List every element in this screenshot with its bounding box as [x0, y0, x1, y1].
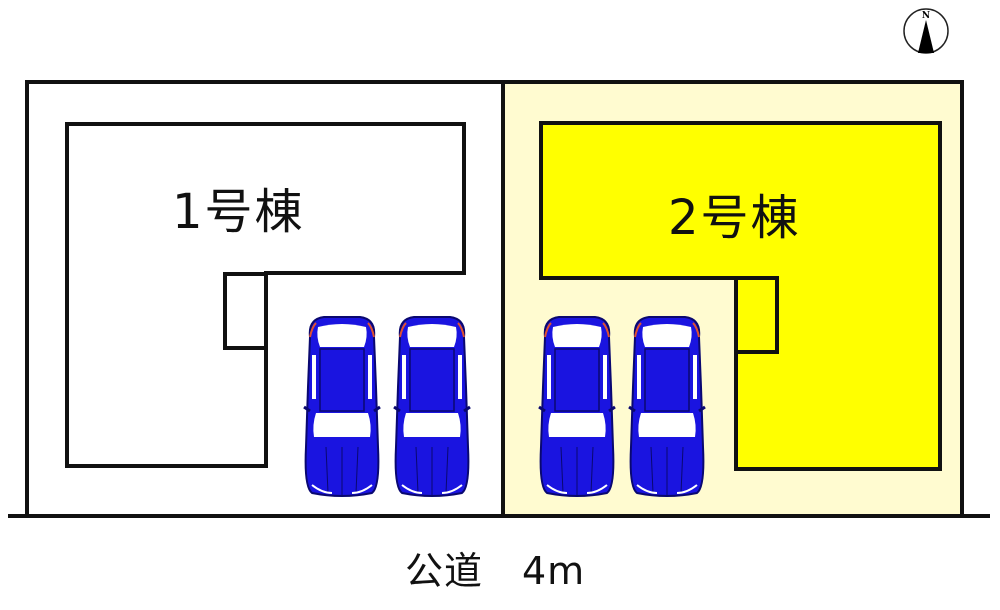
building-2-label: 2号棟: [668, 190, 801, 246]
building-1-label: 1号棟: [172, 184, 305, 240]
building-1-porch: [223, 272, 268, 350]
road-label: 公道 4m: [405, 549, 586, 593]
car-icon: [537, 315, 617, 498]
building-2-porch: [734, 276, 779, 354]
car-icon: [392, 315, 472, 498]
car-icon: [302, 315, 382, 498]
north-arrow-icon: N: [903, 8, 949, 54]
compass-letter: N: [922, 11, 930, 21]
car-icon: [627, 315, 707, 498]
